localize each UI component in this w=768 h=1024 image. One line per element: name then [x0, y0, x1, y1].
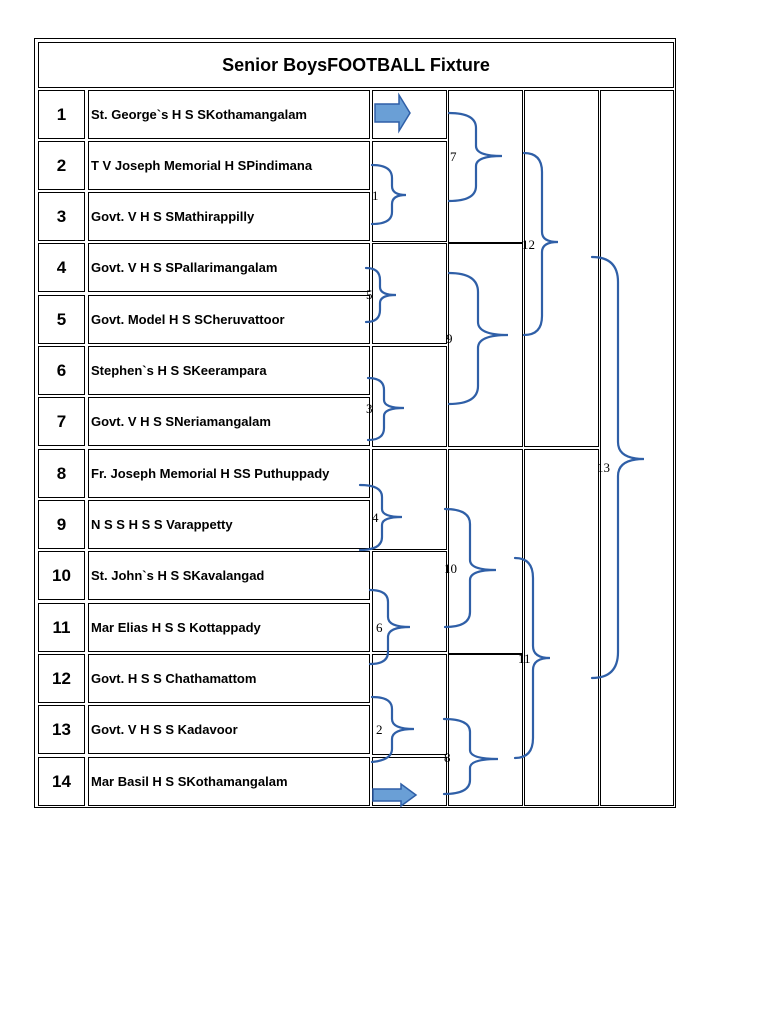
match-label-6: 6 [376, 620, 383, 635]
bracket-match-12 [522, 151, 559, 337]
team-name-10: St. John`s H S SKavalangad [88, 551, 370, 600]
team-number-4: 4 [38, 243, 85, 292]
team-name-14: Mar Basil H S SKothamangalam [88, 757, 370, 806]
team-name-1: St. George`s H S SKothamangalam [88, 90, 370, 139]
team-number-5: 5 [38, 295, 85, 344]
match-label-2: 2 [376, 722, 383, 737]
round1-cell-5 [372, 449, 447, 550]
match-label-7: 7 [450, 149, 457, 164]
round2-cell-2 [448, 243, 523, 447]
round3-cell-1 [524, 90, 599, 447]
final-cell [600, 90, 674, 806]
arrow-right-icon [374, 92, 411, 134]
team-name-6: Stephen`s H S SKeerampara [88, 346, 370, 395]
team-number-7: 7 [38, 397, 85, 446]
match-label-12: 12 [522, 237, 535, 252]
team-number-11: 11 [38, 603, 85, 652]
team-number-3: 3 [38, 192, 85, 241]
team-name-13: Govt. V H S S Kadavoor [88, 705, 370, 754]
team-number-13: 13 [38, 705, 85, 754]
match-label-4: 4 [372, 510, 379, 525]
round2-cell-1 [448, 90, 523, 243]
team-number-14: 14 [38, 757, 85, 806]
bracket-match-5 [364, 266, 397, 324]
bracket-match-3 [366, 376, 405, 442]
team-number-9: 9 [38, 500, 85, 549]
team-number-8: 8 [38, 449, 85, 498]
match-label-13: 13 [597, 460, 610, 475]
round2-cell-3 [448, 449, 523, 654]
fixture-table: Senior BoysFOOTBALL Fixture 1 2 3 4 5 6 … [34, 38, 676, 808]
bracket-match-2 [370, 695, 415, 764]
team-number-6: 6 [38, 346, 85, 395]
match-label-5: 5 [366, 287, 373, 302]
team-name-5: Govt. Model H S SCheruvattoor [88, 295, 370, 344]
team-name-3: Govt. V H S SMathirappilly [88, 192, 370, 241]
match-label-8: 8 [444, 750, 451, 765]
bracket-match-7 [447, 111, 503, 203]
team-number-1: 1 [38, 90, 85, 139]
bracket-match-1 [370, 163, 407, 226]
bracket-match-11 [513, 556, 551, 760]
round1-cell-2 [372, 141, 447, 242]
team-number-2: 2 [38, 141, 85, 190]
team-number-10: 10 [38, 551, 85, 600]
team-name-9: N S S H S S Varappetty [88, 500, 370, 549]
team-number-12: 12 [38, 654, 85, 703]
team-name-2: T V Joseph Memorial H SPindimana [88, 141, 370, 190]
bracket-match-6 [368, 588, 411, 666]
match-label-11: 11 [518, 651, 531, 666]
bracket-match-9 [447, 271, 509, 406]
team-name-7: Govt. V H S SNeriamangalam [88, 397, 370, 446]
team-name-4: Govt. V H S SPallarimangalam [88, 243, 370, 292]
round1-cell-6 [372, 551, 447, 652]
bracket-match-8 [442, 717, 499, 796]
bracket-match-10 [443, 507, 497, 629]
fixture-title: Senior BoysFOOTBALL Fixture [38, 42, 674, 88]
arrow-right-icon [372, 782, 418, 808]
match-label-1: 1 [372, 188, 379, 203]
team-name-8: Fr. Joseph Memorial H SS Puthuppady [88, 449, 370, 498]
bracket-match-13 [590, 255, 645, 680]
round3-cell-2 [524, 449, 599, 806]
match-label-3: 3 [366, 401, 373, 416]
round1-cell-7 [372, 654, 447, 755]
match-label-10: 10 [444, 561, 457, 576]
bracket-match-4 [358, 483, 403, 552]
team-name-11: Mar Elias H S S Kottappady [88, 603, 370, 652]
match-label-9: 9 [446, 331, 453, 346]
team-name-12: Govt. H S S Chathamattom [88, 654, 370, 703]
round2-cell-4 [448, 654, 523, 806]
